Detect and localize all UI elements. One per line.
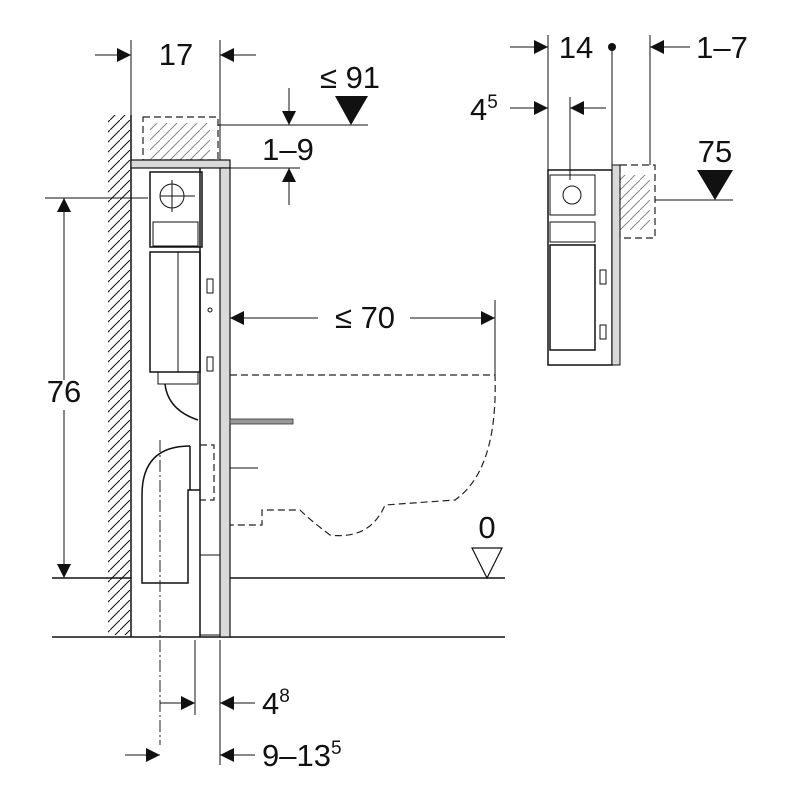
dim-4-5-label: 45 <box>470 92 498 127</box>
dim-14-label: 14 <box>559 30 593 65</box>
dim-4-8-label: 48 <box>262 686 290 721</box>
dim-76-label: 76 <box>47 374 81 409</box>
dimension-wall-distance: 9–135 <box>125 738 342 773</box>
wall <box>108 115 132 637</box>
dim-0-label: 0 <box>478 510 495 545</box>
dim-9-13-5-label: 9–135 <box>262 738 342 773</box>
dim-70-label: ≤ 70 <box>335 300 395 335</box>
floor-level-marker: 0 <box>471 510 503 580</box>
level-triangle-open-icon <box>471 547 503 580</box>
dimension-flush-height: ≤ 91 <box>218 60 380 126</box>
dim-1-9-label: 1–9 <box>262 132 314 167</box>
dimension-detail-depth: 14 1–7 <box>510 30 748 170</box>
dimension-detail-height: 75 <box>655 134 733 201</box>
dimension-pan-projection: ≤ 70 <box>230 300 496 375</box>
dim-75-label: 75 <box>698 134 732 169</box>
drain-elbow <box>141 440 215 745</box>
level-triangle-icon <box>335 96 368 125</box>
dimension-drain-offset: 48 <box>160 640 290 765</box>
dimension-top-gap: 1–9 <box>230 132 314 205</box>
wc-pan <box>229 374 496 537</box>
dimension-frame-height: 76 <box>45 197 148 578</box>
level-triangle-icon <box>697 170 733 200</box>
dim-1-7-label: 1–7 <box>696 30 748 65</box>
dim-91-label: ≤ 91 <box>320 60 380 95</box>
dim-17-label: 17 <box>159 37 193 72</box>
dimension-detail-offset: 45 <box>470 92 606 180</box>
floor-lines <box>52 577 505 638</box>
dimension-frame-depth: 17 <box>95 37 256 160</box>
detail-view <box>547 164 656 366</box>
installation-frame <box>130 159 231 638</box>
flush-plate-box <box>142 116 219 161</box>
